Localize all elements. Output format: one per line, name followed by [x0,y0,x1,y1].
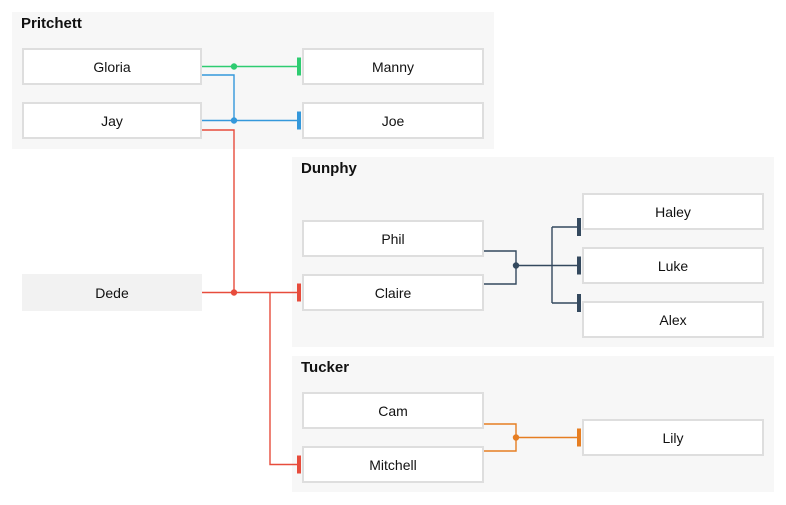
child-marker-haley [577,218,581,236]
child-marker-claire [297,283,301,302]
person-name: Gloria [93,58,131,75]
person-name: Manny [371,58,415,75]
link-jay-union [202,129,235,293]
person-node-gloria[interactable]: Gloria [22,48,202,85]
link-cam-mitchell [484,423,517,452]
person-node-luke[interactable]: Luke [582,247,764,284]
person-node-haley[interactable]: Haley [582,193,764,230]
person-node-claire[interactable]: Claire [302,274,484,311]
group-title-dunphy: Dunphy [301,160,357,177]
link-union-haley-alex [551,226,580,304]
person-node-jay[interactable]: Jay [22,102,202,139]
child-marker-manny [297,57,301,76]
child-marker-lily [577,428,581,447]
child-marker-luke [577,256,581,275]
person-name: Mitchell [369,456,417,473]
person-name: Phil [381,230,405,247]
union-dot-cam-mitchell [512,434,520,441]
person-node-cam[interactable]: Cam [302,392,484,429]
person-name: Cam [378,402,408,419]
person-name: Haley [655,203,691,220]
union-dot-gloria-jay-manny [230,63,238,70]
link-phil-claire [484,250,517,285]
union-dot-phil-claire [512,262,520,269]
person-name: Claire [374,284,412,301]
union-dot-gloria-jay-joe [230,117,238,124]
person-node-phil[interactable]: Phil [302,220,484,257]
child-marker-joe [297,111,301,130]
child-marker-mitchell [297,455,301,474]
person-name: Joe [381,112,405,129]
group-title-pritchett: Pritchett [21,15,82,32]
person-node-mitchell[interactable]: Mitchell [302,446,484,483]
person-name: Alex [659,311,687,328]
person-name: Luke [657,257,689,274]
link-gloria-joe [202,74,235,121]
person-node-lily[interactable]: Lily [582,419,764,456]
person-node-alex[interactable]: Alex [582,301,764,338]
person-name: Lily [662,429,684,446]
person-name: Jay [101,112,123,129]
link-union-mitchell [269,292,300,466]
person-node-joe[interactable]: Joe [302,102,484,139]
person-node-dede[interactable]: Dede [22,274,202,311]
child-marker-alex [577,294,581,312]
person-name: Dede [95,284,129,301]
union-dot-jay-dede [230,289,238,296]
person-node-manny[interactable]: Manny [302,48,484,85]
group-title-tucker: Tucker [301,359,350,376]
